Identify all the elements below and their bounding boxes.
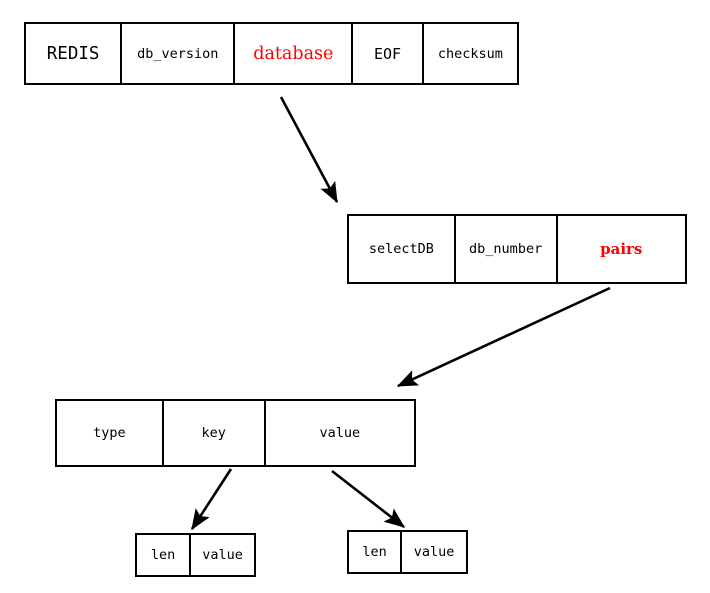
key-value-pair-row: type key value	[55, 399, 416, 467]
cell-key-len: len	[137, 535, 192, 575]
arrow-database-to-section	[279, 96, 339, 204]
cell-eof: EOF	[353, 24, 424, 83]
cell-value-value: value	[402, 532, 466, 572]
cell-database: database	[235, 24, 354, 83]
cell-pairs: pairs	[557, 216, 685, 282]
cell-key-value: value	[191, 535, 254, 575]
arrow-value-to-detail	[331, 469, 406, 529]
arrow-key-to-detail	[190, 468, 233, 531]
cell-selectdb: selectDB	[349, 216, 456, 282]
cell-value-len: len	[349, 532, 403, 572]
cell-type: type	[57, 401, 164, 465]
arrow-pairs-to-pair	[396, 286, 611, 388]
key-length-value-row: len value	[135, 533, 256, 577]
rdb-file-header-row: REDIS db_version database EOF checksum	[24, 22, 519, 85]
cell-db-number: db_number	[455, 216, 558, 282]
cell-value: value	[265, 401, 414, 465]
database-section-row: selectDB db_number pairs	[347, 214, 687, 284]
cell-redis: REDIS	[26, 24, 123, 83]
value-length-value-row: len value	[347, 530, 468, 574]
cell-db-version: db_version	[122, 24, 236, 83]
cell-checksum: checksum	[423, 24, 517, 83]
cell-key: key	[163, 401, 266, 465]
